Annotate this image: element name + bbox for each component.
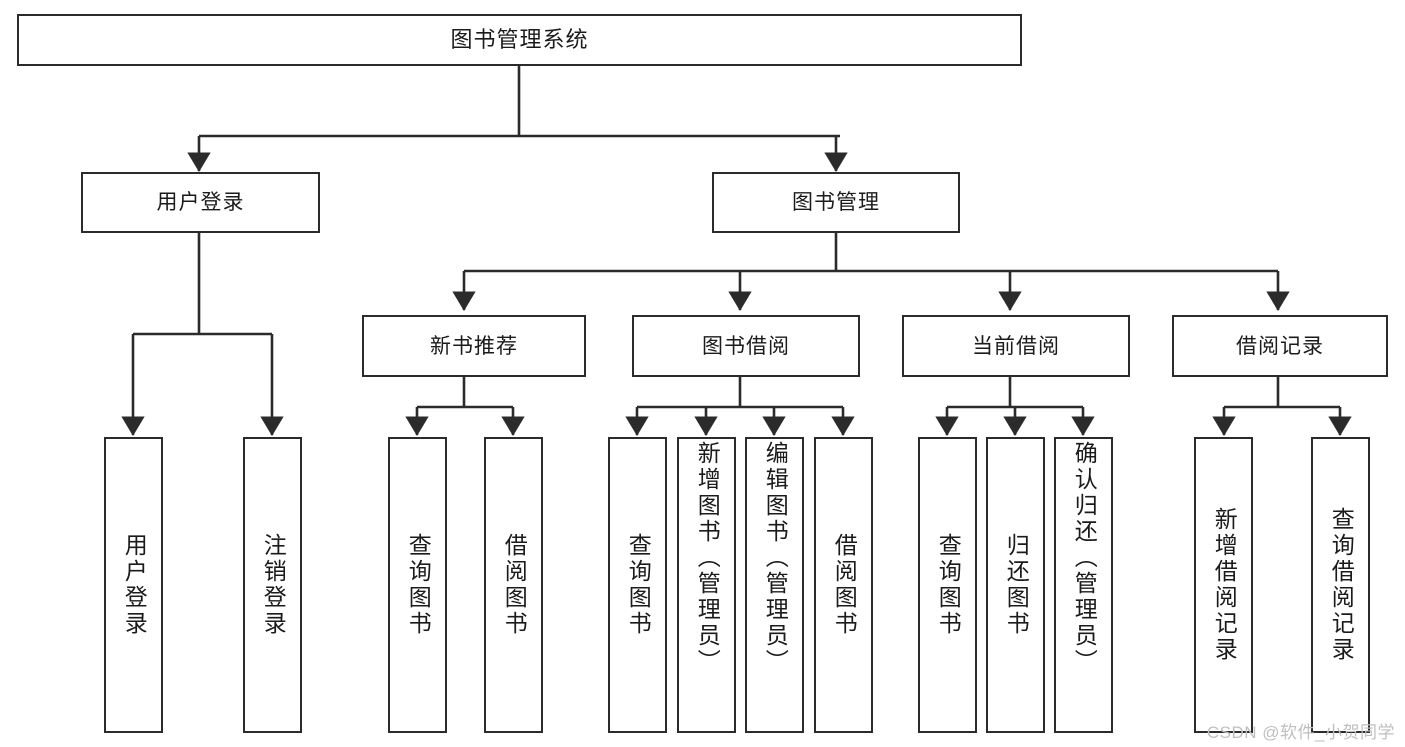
node-leaf-borrow-book-1-label: 借阅图书: [501, 533, 528, 637]
node-leaf-edit-book-admin-label: 编辑图书（管理员）: [762, 441, 789, 675]
node-leaf-confirm-return-admin[interactable]: 确认归还（管理员）: [1054, 437, 1113, 733]
node-leaf-query-book-3-label: 查询图书: [935, 533, 962, 637]
node-current-borrow-label: 当前借阅: [972, 334, 1060, 358]
node-current-borrow[interactable]: 当前借阅: [902, 315, 1130, 377]
node-leaf-return-book[interactable]: 归还图书: [986, 437, 1045, 733]
node-leaf-logout-label: 注销登录: [260, 533, 287, 637]
node-leaf-borrow-book-2-label: 借阅图书: [831, 533, 858, 637]
node-book-borrow-label: 图书借阅: [702, 334, 790, 358]
node-root-label: 图书管理系统: [450, 27, 589, 52]
node-user-login-label: 用户登录: [156, 191, 245, 214]
node-book-manage[interactable]: 图书管理: [712, 172, 960, 233]
node-leaf-logout[interactable]: 注销登录: [243, 437, 302, 733]
node-leaf-add-borrow-record[interactable]: 新增借阅记录: [1194, 437, 1253, 733]
node-user-login[interactable]: 用户登录: [81, 172, 320, 233]
node-new-book-recommend[interactable]: 新书推荐: [362, 315, 586, 377]
node-leaf-query-book-1[interactable]: 查询图书: [388, 437, 447, 733]
node-leaf-query-book-2-label: 查询图书: [625, 533, 652, 637]
node-borrow-record[interactable]: 借阅记录: [1172, 315, 1388, 377]
node-book-manage-label: 图书管理: [792, 191, 880, 214]
csdn-watermark: CSDN @软件_小贺同学: [1206, 723, 1395, 742]
node-book-borrow[interactable]: 图书借阅: [632, 315, 860, 377]
node-leaf-query-borrow-record-label: 查询借阅记录: [1328, 507, 1355, 663]
node-leaf-query-book-1-label: 查询图书: [405, 533, 432, 637]
node-leaf-query-book-3[interactable]: 查询图书: [918, 437, 977, 733]
node-leaf-edit-book-admin[interactable]: 编辑图书（管理员）: [745, 437, 804, 733]
node-leaf-add-book-admin-label: 新增图书（管理员）: [694, 441, 721, 675]
node-leaf-borrow-book-2[interactable]: 借阅图书: [814, 437, 873, 733]
node-leaf-confirm-return-admin-label: 确认归还（管理员）: [1071, 441, 1098, 675]
node-borrow-record-label: 借阅记录: [1236, 334, 1324, 358]
node-leaf-user-login-label: 用户登录: [121, 533, 148, 637]
node-leaf-user-login[interactable]: 用户登录: [104, 437, 163, 733]
node-leaf-add-borrow-record-label: 新增借阅记录: [1211, 507, 1238, 663]
node-leaf-query-book-2[interactable]: 查询图书: [608, 437, 667, 733]
node-leaf-query-borrow-record[interactable]: 查询借阅记录: [1311, 437, 1370, 733]
node-root[interactable]: 图书管理系统: [17, 14, 1022, 66]
node-new-book-recommend-label: 新书推荐: [430, 334, 518, 358]
node-leaf-return-book-label: 归还图书: [1003, 533, 1030, 637]
node-leaf-add-book-admin[interactable]: 新增图书（管理员）: [677, 437, 736, 733]
node-leaf-borrow-book-1[interactable]: 借阅图书: [484, 437, 543, 733]
